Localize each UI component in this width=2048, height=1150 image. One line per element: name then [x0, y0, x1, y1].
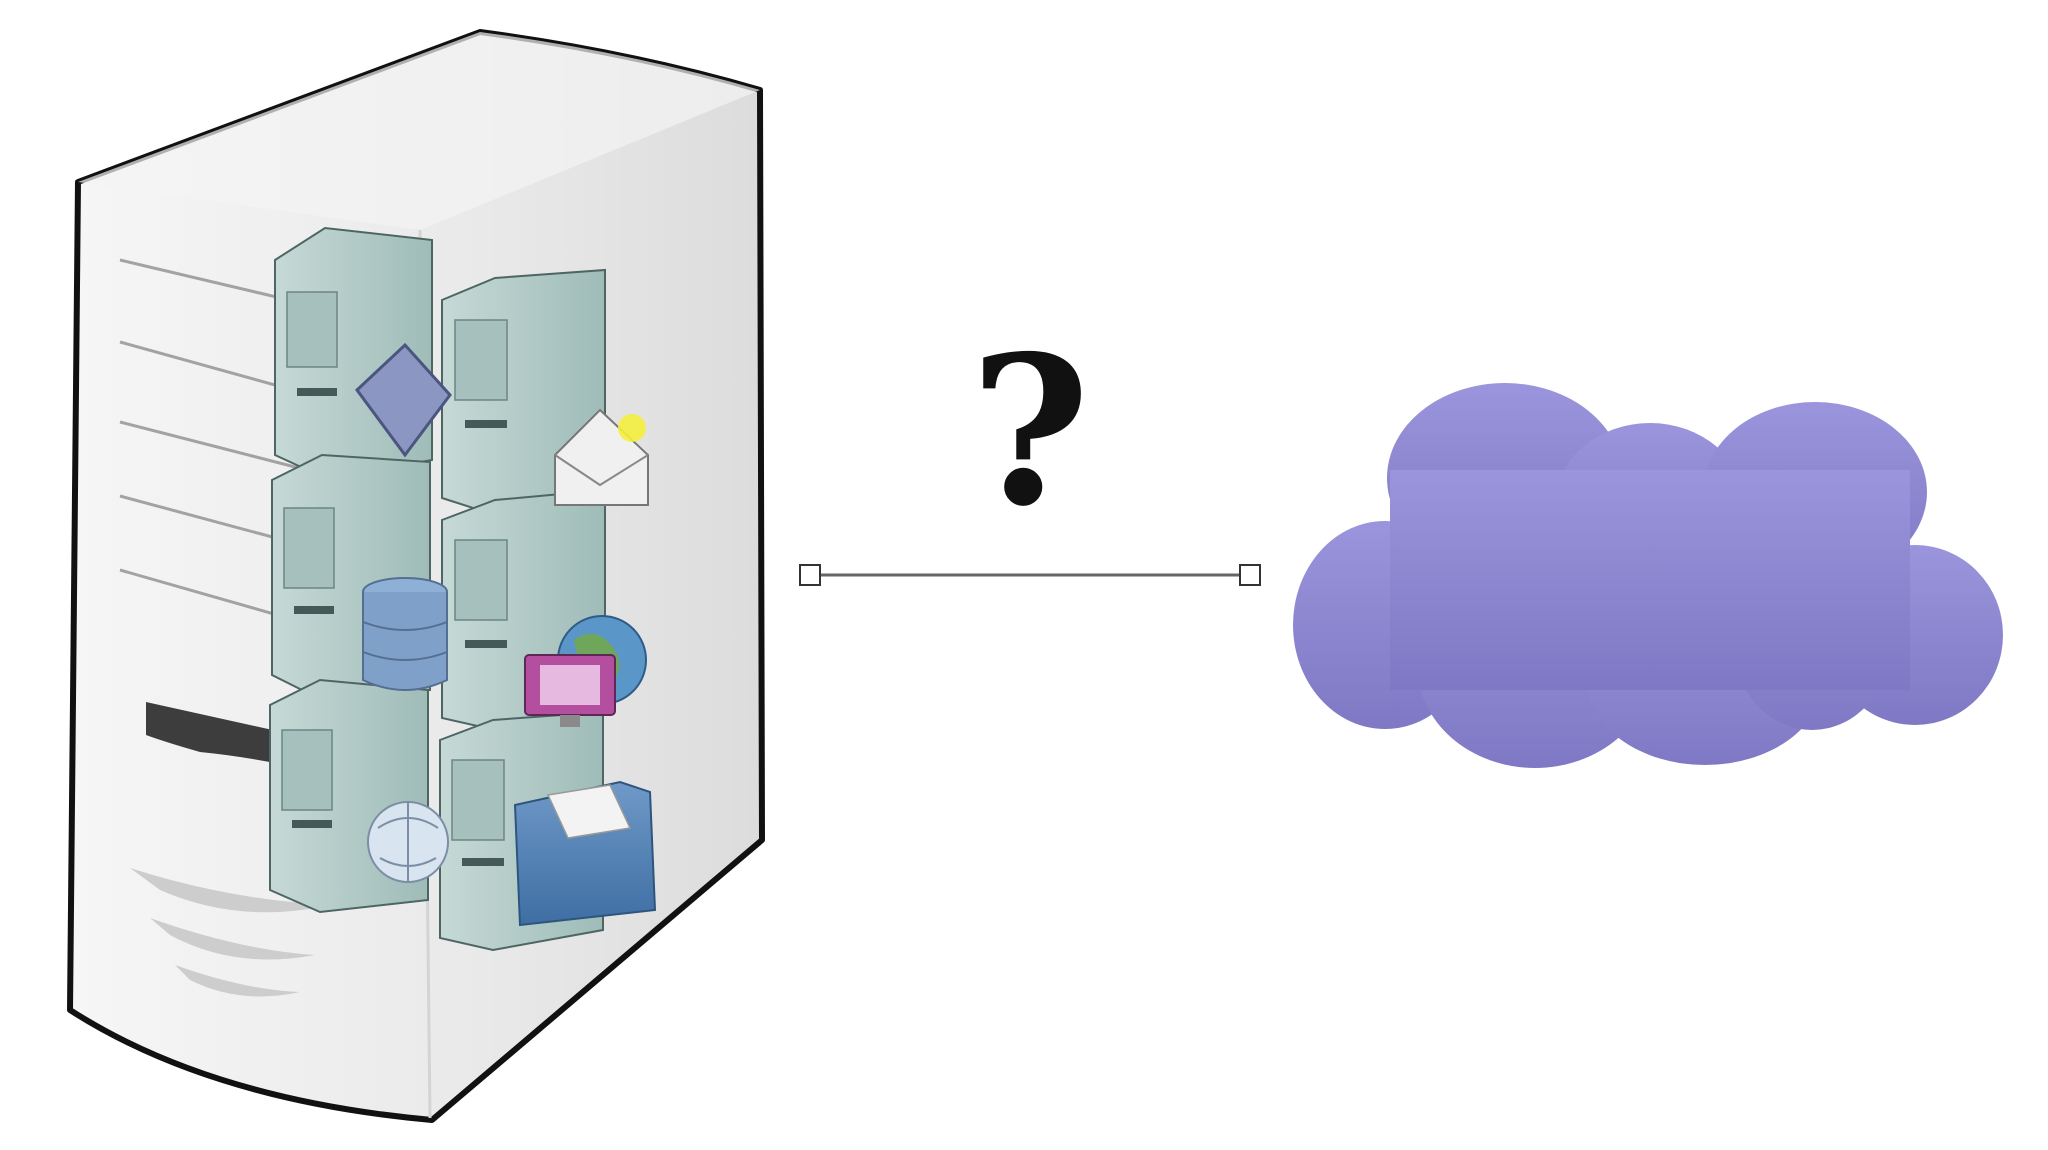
server-vents: [130, 868, 330, 997]
database-icon: [362, 577, 448, 691]
cloud-icon: [1293, 383, 2003, 768]
connector-handle-left[interactable]: [799, 564, 821, 586]
globe-small-icon: [367, 801, 449, 883]
server-top-face: [78, 32, 760, 230]
connection-question-mark: ?: [969, 312, 1091, 552]
server-cloud-connector: [799, 564, 1261, 586]
connector-handle-right[interactable]: [1239, 564, 1261, 586]
certificate-icon: [355, 342, 452, 458]
mail-icon: [554, 408, 649, 506]
monitor-icon: [524, 654, 616, 727]
folder-icon: [513, 780, 657, 927]
server-tower-icon: [67, 29, 765, 1123]
